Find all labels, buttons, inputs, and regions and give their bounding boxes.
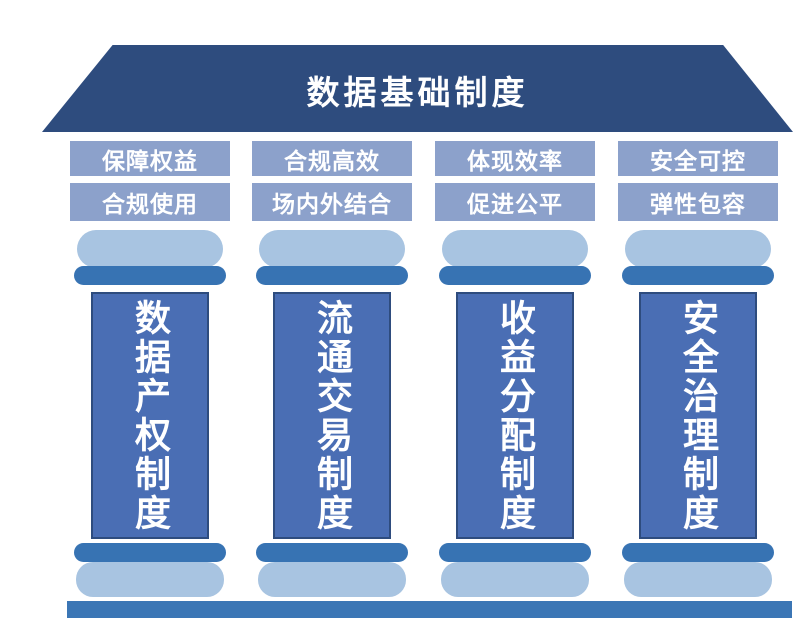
- pillar3-tag-top: 体现效率: [435, 141, 595, 176]
- pillar2-capital-light: [259, 230, 405, 268]
- pillar1-capital-dark: [74, 266, 226, 285]
- diagram-title: 数据基础制度: [306, 73, 529, 111]
- pillar4-base-dark: [622, 543, 774, 562]
- pillar1-name: 数据产权制度: [130, 298, 171, 533]
- pillar1-shaft: 数据产权制度: [91, 292, 209, 539]
- pillar3-name: 收益分配制度: [495, 298, 536, 533]
- pillar3-base-dark: [439, 543, 591, 562]
- pillar1-tag-top: 保障权益: [70, 141, 230, 176]
- pillar2-capital-dark: [256, 266, 408, 285]
- pillar2-shaft: 流通交易制度: [273, 292, 391, 539]
- pillar4-base-light: [624, 562, 772, 597]
- pillar1-tag-bottom: 合规使用: [70, 183, 230, 221]
- pillar4-shaft: 安全治理制度: [639, 292, 757, 539]
- pillar3-shaft: 收益分配制度: [456, 292, 574, 539]
- pillar4-capital-light: [625, 230, 771, 268]
- pillar-column-2: 合规高效 场内外结合 流通交易制度: [252, 141, 412, 601]
- pillar2-base-dark: [256, 543, 408, 562]
- pillar-column-1: 保障权益 合规使用 数据产权制度: [70, 141, 230, 601]
- pillar4-tag-top: 安全可控: [618, 141, 778, 176]
- pillar1-capital-light: [77, 230, 223, 268]
- pillar4-name: 安全治理制度: [678, 298, 719, 533]
- pillar2-tag-top: 合规高效: [252, 141, 412, 176]
- pillar-column-4: 安全可控 弹性包容 安全治理制度: [618, 141, 778, 601]
- pillar4-capital-dark: [622, 266, 774, 285]
- pillar-column-3: 体现效率 促进公平 收益分配制度: [435, 141, 595, 601]
- pillar2-base-light: [258, 562, 406, 597]
- pillar3-base-light: [441, 562, 589, 597]
- pillar2-tag-bottom: 场内外结合: [252, 183, 412, 221]
- pillar3-capital-dark: [439, 266, 591, 285]
- pillar4-tag-bottom: 弹性包容: [618, 183, 778, 221]
- pillar1-base-dark: [74, 543, 226, 562]
- roof-shape: 数据基础制度: [42, 45, 793, 132]
- pillar3-capital-light: [442, 230, 588, 268]
- pillar2-name: 流通交易制度: [312, 298, 353, 533]
- pillar1-base-light: [76, 562, 224, 597]
- ground-bar: [67, 601, 792, 618]
- pillar3-tag-bottom: 促进公平: [435, 183, 595, 221]
